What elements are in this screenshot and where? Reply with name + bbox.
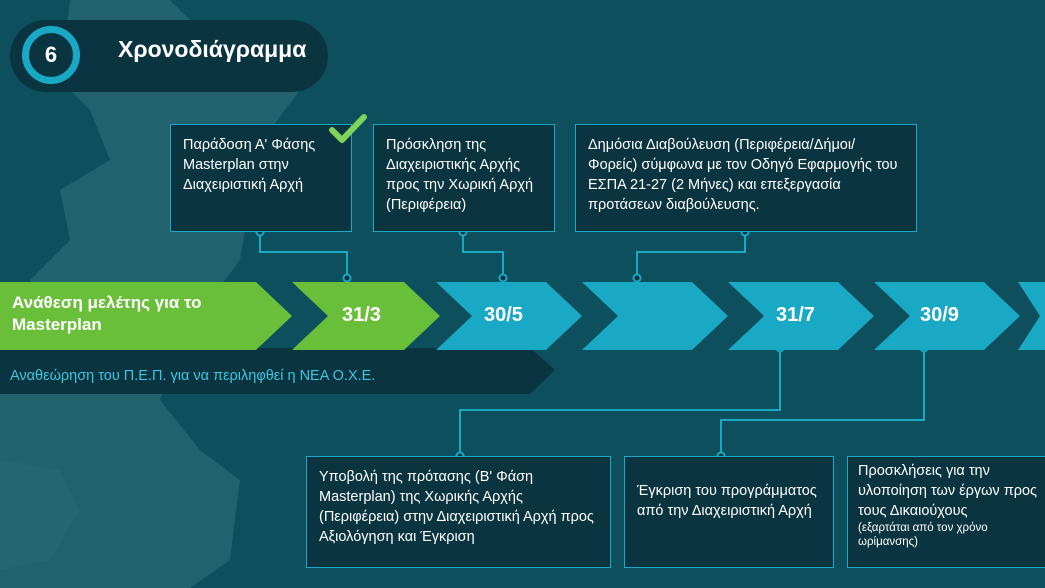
date-label-2: 30/5 — [484, 304, 523, 326]
green-bar-label: Ανάθεση μελέτης για το Masterplan — [12, 293, 202, 334]
date-label-5: 30/9 — [920, 304, 959, 326]
connector-dot — [342, 273, 352, 283]
green-bar — [0, 282, 292, 350]
chevron-next — [1018, 282, 1045, 350]
date-label-1: 31/3 — [342, 304, 381, 326]
milestone-top-1: Παράδοση Α' Φάσης Masterplan στην Διαχει… — [170, 124, 352, 232]
milestone-bottom-2: Έγκριση του προγράμματος από την Διαχειρ… — [624, 456, 834, 568]
connector-dot — [498, 273, 508, 283]
dark-bar-label: Αναθεώρηση του Π.Ε.Π. για να περιληφθεί … — [10, 368, 376, 384]
connector-5 — [720, 348, 925, 456]
chevron-30-5 — [436, 282, 582, 350]
connector-1 — [259, 232, 348, 278]
milestone-text: Δημόσια Διαβούλευση (Περιφέρεια/Δήμοι/Φο… — [588, 137, 898, 213]
milestone-text: Υποβολή της πρότασης (Β' Φάση Masterplan… — [319, 469, 594, 545]
check-icon — [329, 114, 367, 143]
milestone-bottom-3: Προσκλήσεις για την υλοποίηση των έργων … — [847, 456, 1045, 568]
milestone-text: Πρόσκληση της Διαχειριστικής Αρχής προς … — [386, 137, 534, 213]
date-label-4: 31/7 — [776, 304, 815, 326]
milestone-bottom-1: Υποβολή της πρότασης (Β' Φάση Masterplan… — [306, 456, 611, 568]
connector-2 — [462, 232, 504, 278]
chevron-empty — [582, 282, 728, 350]
chevron-31-3 — [292, 282, 440, 350]
milestone-text: Έγκριση του προγράμματος από την Διαχειρ… — [637, 483, 817, 519]
chevron-30-9 — [874, 282, 1020, 350]
connector-3 — [636, 232, 746, 278]
dark-bar — [0, 348, 555, 394]
page-title: Χρονοδιάγραμμα — [118, 36, 307, 62]
step-number-badge: 6 — [22, 26, 80, 84]
milestone-top-2: Πρόσκληση της Διαχειριστικής Αρχής προς … — [373, 124, 555, 232]
step-number: 6 — [44, 42, 58, 67]
connector-dot — [632, 273, 642, 283]
chevron-31-7 — [728, 282, 874, 350]
connector-4 — [459, 348, 781, 456]
milestone-text: Προσκλήσεις για την υλοποίηση των έργων … — [858, 463, 1037, 519]
milestone-note: (εξαρτάται από τον χρόνο ωρίμανσης) — [858, 522, 988, 548]
milestone-top-3: Δημόσια Διαβούλευση (Περιφέρεια/Δήμοι/Φο… — [575, 124, 917, 232]
milestone-text: Παράδοση Α' Φάσης Masterplan στην Διαχει… — [183, 137, 316, 193]
